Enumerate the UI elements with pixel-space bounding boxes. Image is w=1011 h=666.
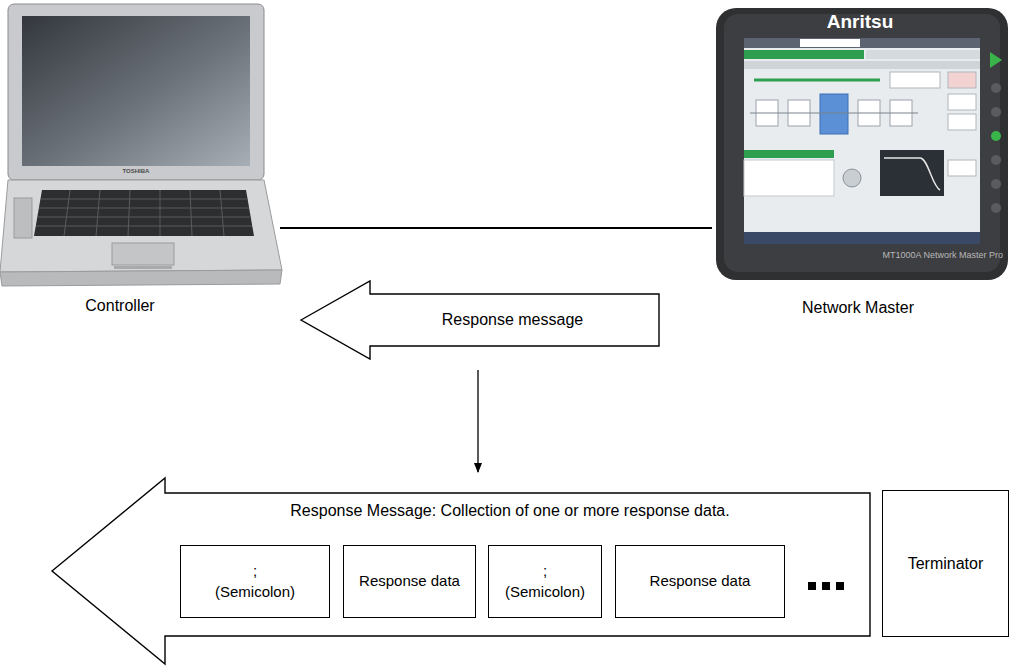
node-text: Response Message: Collection of one or m… — [290, 500, 729, 522]
expand-arrow — [477, 370, 478, 472]
text-area: Terminator — [883, 491, 1008, 636]
text-area: Response message — [375, 295, 650, 345]
node-text: (Semicolon) — [505, 582, 585, 602]
brand-label: Anritsu — [800, 11, 920, 33]
network-master-node: Network Master — [712, 0, 1011, 320]
controller-node: Controller — [0, 0, 280, 320]
text-area: Response data — [344, 546, 475, 617]
brand-label: MT1000A Network Master Pro — [858, 250, 1003, 260]
node-text: Terminator — [908, 553, 984, 575]
text-area: ;(Semicolon) — [489, 546, 601, 617]
node-text: Controller — [85, 295, 154, 317]
hollow-arrow: Response message — [300, 280, 660, 360]
text-area: Response data — [616, 546, 784, 617]
field-box: Response data — [615, 545, 785, 618]
ellipsis-squares — [808, 582, 844, 590]
node-text: Response data — [359, 571, 460, 591]
node-text: (Semicolon) — [215, 582, 295, 602]
field-box: ;(Semicolon) — [488, 545, 602, 618]
connection-line — [280, 227, 712, 229]
field-box: Response data — [343, 545, 476, 618]
text-area: Network Master — [778, 296, 938, 320]
terminator-box: Terminator — [882, 490, 1009, 637]
brand-label: TOSHIBA — [110, 168, 162, 174]
node-text: Response message — [442, 309, 583, 331]
network-master-illustration — [716, 8, 1008, 280]
field-box: ;(Semicolon) — [180, 545, 330, 618]
text-area: Response Message: Collection of one or m… — [170, 498, 850, 524]
node-text: ; — [253, 561, 257, 581]
laptop-illustration — [0, 4, 282, 286]
node-text: ; — [543, 561, 547, 581]
text-area: Controller — [40, 294, 200, 318]
response-message-arrow: Response Message: Collection of one or m… — [50, 476, 872, 666]
node-text: Response data — [650, 571, 751, 591]
text-area: ;(Semicolon) — [181, 546, 329, 617]
node-text: Network Master — [802, 297, 914, 319]
